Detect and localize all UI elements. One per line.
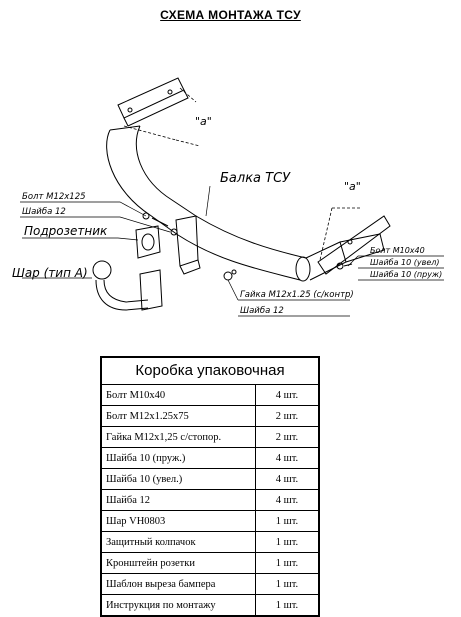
label-shaiba-10-pruzh: Шайба 10 (пруж)	[370, 270, 442, 279]
label-podrozetnik: Подрозетник	[24, 224, 108, 238]
left-bracket	[117, 77, 189, 127]
right-bracket	[317, 215, 391, 275]
label-bolt-m12: Болт М12х125	[22, 192, 86, 202]
label-bolt-m10: Болт М10х40	[370, 246, 425, 255]
table-row: Гайка М12х1,25 с/стопор.2 шт.	[102, 426, 318, 448]
label-balka: Балка ТСУ	[220, 171, 291, 186]
item-quantity: 4 шт.	[255, 468, 318, 490]
table-row: Шайба 10 (увел.)4 шт.	[102, 468, 318, 490]
table-row: Болт М10х40 4 шт.	[102, 385, 318, 406]
item-quantity: 2 шт.	[255, 426, 318, 448]
item-name: Шайба 10 (пруж.)	[102, 447, 256, 469]
item-quantity: 1 шт.	[255, 594, 318, 615]
label-shaiba-10-uvel: Шайба 10 (увел)	[370, 258, 439, 267]
dimension-a-top	[123, 87, 201, 147]
leader-lines	[20, 185, 444, 317]
item-name: Шар VH0803	[102, 510, 256, 532]
item-name: Защитный колпачок	[102, 531, 256, 553]
item-name: Шайба 10 (увел.)	[102, 468, 256, 490]
item-name: Болт М10х40	[106, 389, 166, 401]
label-a-top: "a"	[195, 115, 212, 128]
label-shaiba-12-bottom: Шайба 12	[240, 306, 284, 316]
label-shaiba-12-top: Шайба 12	[22, 207, 66, 217]
item-name: Шайба 12	[102, 489, 256, 511]
label-gaika: Гайка М12х1.25 (с/контр)	[240, 290, 354, 300]
label-a-right: "a"	[344, 180, 361, 193]
page-title: СХЕМА МОНТАЖА ТСУ	[160, 8, 301, 22]
label-shar: Шар (тип А)	[12, 266, 88, 280]
item-name: Гайка М12х1,25 с/стопор.	[102, 426, 256, 448]
table-row: Шайба 10 (пруж.)4 шт.	[102, 447, 318, 469]
mounting-diagram: "a" "a" Балка ТСУ Болт М12х125 Шайба 12 …	[12, 77, 444, 317]
package-box-title: Коробка упаковочная	[102, 358, 318, 385]
item-quantity: 4 шт.	[255, 385, 318, 406]
item-name: Инструкция по монтажу	[102, 594, 256, 615]
item-quantity: 4 шт.	[255, 447, 318, 469]
tow-ball	[92, 260, 163, 311]
item-name: Шаблон выреза бампера	[102, 573, 256, 595]
tow-bar-beam	[106, 125, 385, 282]
socket-bracket	[135, 215, 201, 275]
item-quantity: 1 шт.	[255, 552, 318, 574]
item-quantity: 1 шт.	[255, 531, 318, 553]
item-quantity: 1 шт.	[255, 573, 318, 595]
item-name: Кронштейн розетки	[102, 552, 256, 574]
item-quantity: 4 шт.	[255, 489, 318, 511]
item-quantity: 2 шт.	[255, 405, 318, 427]
fasteners	[142, 212, 353, 281]
item-name: Болт М12х1.25х75	[102, 405, 256, 427]
dimension-a-right	[319, 207, 360, 261]
item-quantity: 1 шт.	[255, 510, 318, 532]
